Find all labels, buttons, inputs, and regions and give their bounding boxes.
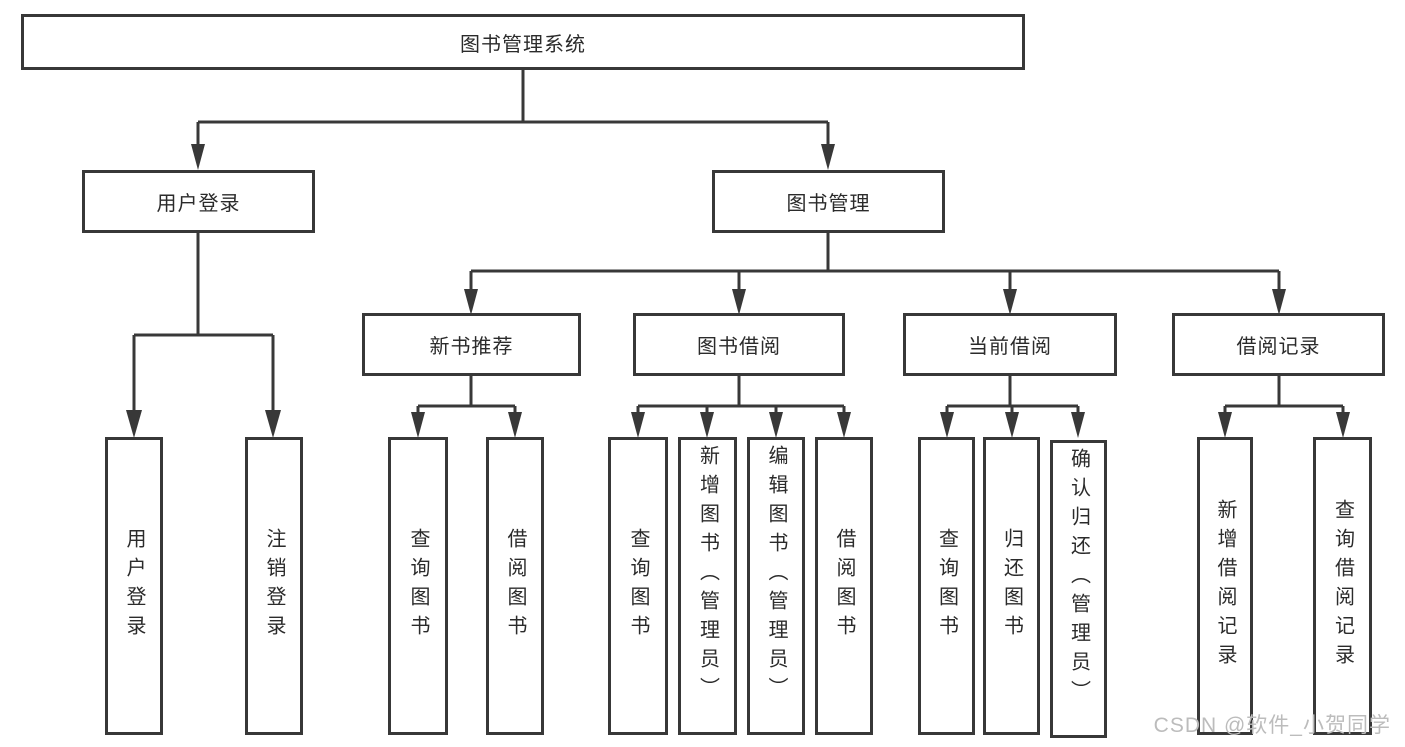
arrowhead [631, 412, 645, 438]
arrowhead [769, 412, 783, 438]
node-borrow-record-label: 借阅记录 [1236, 336, 1321, 358]
arrowhead [1336, 412, 1350, 438]
arrowhead [191, 144, 205, 170]
leaf-edit-book-admin-label: 编辑图书（管理员） [765, 445, 787, 706]
node-user-login-label: 用户登录 [156, 193, 241, 215]
leaf-confirm-return-admin: 确认归还（管理员） [1050, 440, 1107, 738]
node-borrow-record: 借阅记录 [1172, 313, 1385, 376]
leaf-return-book-label: 归还图书 [1000, 528, 1023, 644]
leaf-borrow-book-recommend: 借阅图书 [486, 437, 544, 735]
leaf-add-borrow-record: 新增借阅记录 [1197, 437, 1253, 735]
watermark: CSDN @软件_小贺同学 [1153, 714, 1391, 737]
arrowhead [1071, 412, 1085, 438]
leaf-edit-book-admin: 编辑图书（管理员） [747, 437, 805, 735]
node-current-borrow: 当前借阅 [903, 313, 1117, 376]
arrowhead [126, 410, 142, 438]
leaf-borrow-book-label: 借阅图书 [833, 528, 855, 644]
arrowhead [411, 412, 425, 438]
node-book-borrow: 图书借阅 [633, 313, 845, 376]
node-new-book-recommend-label: 新书推荐 [429, 336, 514, 358]
arrowhead [837, 412, 851, 438]
node-book-mgmt: 图书管理 [712, 170, 945, 233]
node-user-login: 用户登录 [82, 170, 315, 233]
arrowhead [1272, 289, 1286, 315]
leaf-return-book: 归还图书 [983, 437, 1040, 735]
leaf-query-book-borrow: 查询图书 [608, 437, 668, 735]
leaf-borrow-book-recommend-label: 借阅图书 [504, 528, 526, 644]
node-book-borrow-label: 图书借阅 [697, 336, 781, 358]
leaf-query-book-borrow-label: 查询图书 [627, 528, 649, 644]
leaf-user-login: 用户登录 [105, 437, 163, 735]
node-current-borrow-label: 当前借阅 [968, 336, 1052, 358]
leaf-query-book-current-label: 查询图书 [935, 528, 958, 644]
leaf-add-book-admin: 新增图书（管理员） [678, 437, 737, 735]
leaf-borrow-book: 借阅图书 [815, 437, 873, 735]
node-new-book-recommend: 新书推荐 [362, 313, 581, 376]
arrowhead [464, 289, 478, 315]
leaf-add-book-admin-label: 新增图书（管理员） [696, 445, 719, 706]
arrowhead [1005, 412, 1019, 438]
arrowhead [700, 412, 714, 438]
leaf-query-book-current: 查询图书 [918, 437, 975, 735]
arrowhead [265, 410, 281, 438]
node-root-label: 图书管理系统 [460, 33, 586, 56]
arrowhead [821, 144, 835, 170]
leaf-confirm-return-admin-label: 确认归还（管理员） [1067, 448, 1090, 709]
leaf-add-borrow-record-label: 新增借阅记录 [1214, 499, 1236, 673]
node-root: 图书管理系统 [21, 14, 1025, 70]
arrowhead [732, 289, 746, 315]
leaf-query-book-recommend: 查询图书 [388, 437, 448, 735]
arrowhead [1003, 289, 1017, 315]
arrowhead [508, 412, 522, 438]
node-book-mgmt-label: 图书管理 [786, 193, 871, 215]
leaf-logout-label: 注销登录 [263, 528, 285, 644]
arrowhead [940, 412, 954, 438]
leaf-query-borrow-record: 查询借阅记录 [1313, 437, 1372, 735]
arrowhead [1218, 412, 1232, 438]
connector-lines [132, 70, 1345, 416]
leaf-query-borrow-record-label: 查询借阅记录 [1331, 499, 1354, 673]
leaf-logout: 注销登录 [245, 437, 303, 735]
leaf-user-login-label: 用户登录 [123, 528, 145, 644]
leaf-query-book-recommend-label: 查询图书 [407, 528, 429, 644]
